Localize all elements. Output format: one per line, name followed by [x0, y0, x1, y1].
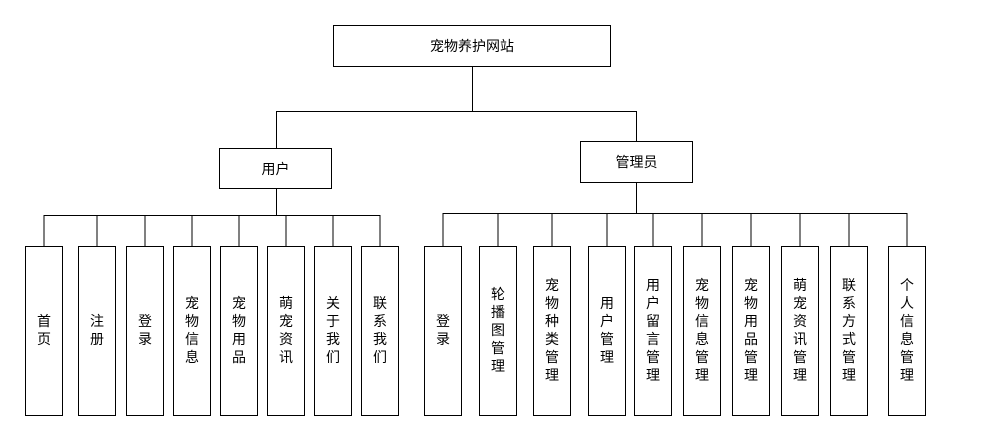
- leaf-node-label: 萌宠资讯: [279, 296, 293, 366]
- branch-node-label: 管理员: [615, 155, 658, 171]
- leaf-node: 宠物信息管理: [683, 246, 721, 416]
- leaf-node-label: 宠物信息: [185, 296, 199, 366]
- leaf-node: 萌宠资讯管理: [781, 246, 819, 416]
- leaf-node-label: 联系我们: [373, 296, 387, 366]
- leaf-node: 轮播图管理: [479, 246, 517, 416]
- leaf-node-label: 宠物用品: [232, 296, 246, 366]
- leaf-node: 宠物信息: [173, 246, 211, 416]
- leaf-node: 关于我们: [314, 246, 352, 416]
- root-node: 宠物养护网站: [333, 25, 611, 67]
- branch-node-admin: 管理员: [580, 141, 693, 183]
- branch-node-user: 用户: [219, 148, 332, 189]
- leaf-node-label: 轮播图管理: [491, 287, 505, 375]
- leaf-node: 个人信息管理: [888, 246, 926, 416]
- root-node-label: 宠物养护网站: [430, 39, 514, 55]
- leaf-node-label: 用户留言管理: [646, 278, 660, 384]
- leaf-node-label: 个人信息管理: [900, 278, 914, 384]
- leaf-node-label: 宠物用品管理: [744, 278, 758, 384]
- leaf-node: 注册: [78, 246, 116, 416]
- leaf-node: 联系我们: [361, 246, 399, 416]
- leaf-node-label: 用户管理: [600, 296, 614, 366]
- leaf-node: 联系方式管理: [830, 246, 868, 416]
- leaf-node: 宠物用品管理: [732, 246, 770, 416]
- leaf-node: 登录: [424, 246, 462, 416]
- leaf-node: 首页: [25, 246, 63, 416]
- leaf-node-label: 登录: [436, 314, 450, 348]
- leaf-node: 用户留言管理: [634, 246, 672, 416]
- leaf-node: 用户管理: [588, 246, 626, 416]
- leaf-node-label: 宠物种类管理: [545, 278, 559, 384]
- branch-node-label: 用户: [261, 161, 290, 178]
- leaf-node-label: 关于我们: [326, 296, 340, 366]
- leaf-node: 萌宠资讯: [267, 246, 305, 416]
- leaf-node: 登录: [126, 246, 164, 416]
- leaf-node-label: 宠物信息管理: [695, 278, 709, 384]
- leaf-node: 宠物种类管理: [533, 246, 571, 416]
- leaf-node-label: 注册: [90, 314, 104, 348]
- leaf-node-label: 联系方式管理: [842, 278, 856, 384]
- leaf-node-label: 首页: [37, 314, 51, 348]
- leaf-node-label: 登录: [138, 314, 152, 348]
- leaf-node-label: 萌宠资讯管理: [793, 278, 807, 384]
- leaf-node: 宠物用品: [220, 246, 258, 416]
